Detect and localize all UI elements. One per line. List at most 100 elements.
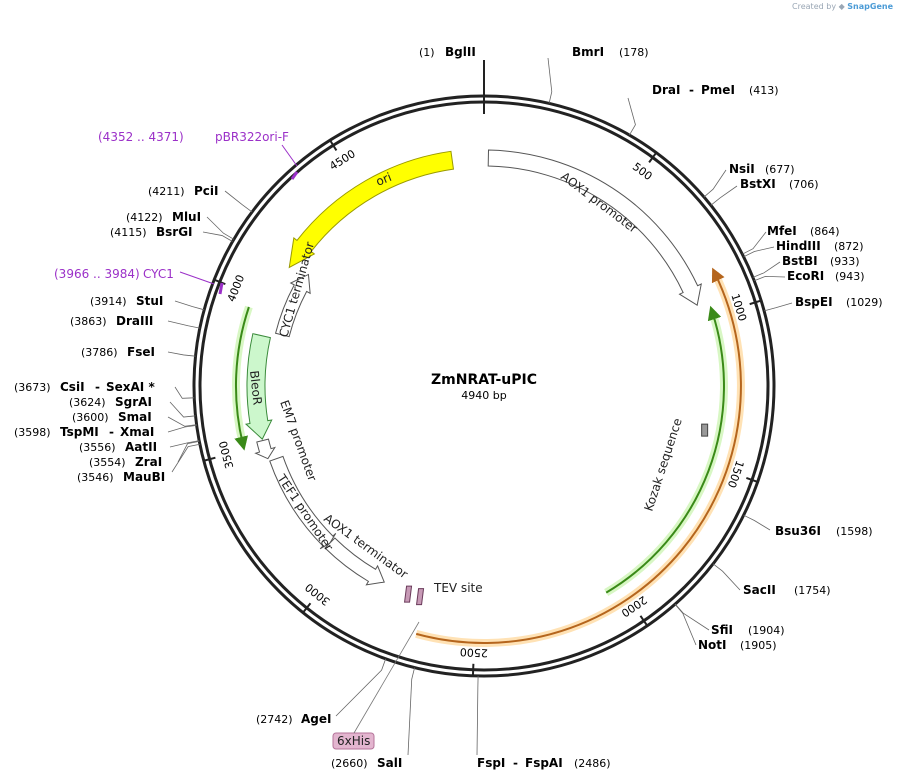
site-pos-fsei: (3786)	[81, 346, 118, 359]
site-pos-bspei: (1029)	[846, 296, 883, 309]
site-pos-bglii: (1)	[419, 46, 435, 59]
site-pos-sgrai: (3624)	[69, 396, 106, 409]
tev-site-feature-2[interactable]	[415, 588, 425, 606]
plasmid-center-label: ZmNRAT-uPIC 4940 bp	[431, 372, 537, 402]
ori-feature[interactable]	[288, 150, 455, 269]
site-pos-stui: (3914)	[90, 295, 127, 308]
site-tspmi[interactable]: TspMI	[60, 425, 99, 439]
site-pos-hindiii: (872)	[834, 240, 864, 253]
site-fspai[interactable]: FspAI	[525, 756, 563, 770]
site-nsii[interactable]: NsiI	[729, 162, 755, 176]
tev-site-feature[interactable]	[403, 585, 413, 603]
site-connector	[174, 386, 195, 399]
site-pos-sacii: (1754)	[794, 584, 831, 597]
site-drai[interactable]: DraI	[652, 83, 680, 97]
site-pos-bsu36i: (1598)	[836, 525, 873, 538]
aox1-promoter-feature[interactable]	[487, 149, 702, 306]
site-pos-agei: (2742)	[256, 713, 293, 726]
site-aatii[interactable]: AatII	[125, 440, 157, 454]
site-zrai[interactable]: ZraI	[135, 455, 162, 469]
em7-promoter-feature[interactable]	[254, 438, 276, 460]
site-sacii[interactable]: SacII	[743, 583, 776, 597]
site-sgrai[interactable]: SgrAI	[115, 395, 152, 409]
site-connector	[167, 424, 197, 433]
cyc1-terminator-feature[interactable]	[274, 273, 311, 338]
site-stui[interactable]: StuI	[136, 294, 163, 308]
pbr322ori-f-leader	[281, 144, 298, 167]
site-mlui[interactable]: MluI	[172, 210, 201, 224]
orf-tracks	[232, 267, 745, 647]
cyc1-primer-arrow[interactable]	[218, 282, 224, 295]
orf-green-line	[605, 305, 725, 594]
snapgene-credit: Created by ◆ SnapGene	[792, 2, 893, 11]
site-bsu36i[interactable]: Bsu36I	[775, 524, 821, 538]
site-connector	[169, 440, 200, 448]
site-fspi[interactable]: FspI	[477, 756, 505, 770]
site-pmei[interactable]: PmeI	[701, 83, 735, 97]
aox1-terminator-feature[interactable]	[324, 537, 385, 586]
site-xmai[interactable]: XmaI	[120, 425, 154, 439]
site-mfei[interactable]: MfeI	[767, 224, 797, 238]
site-noti[interactable]: NotI	[698, 638, 727, 652]
feature-arrows	[244, 149, 709, 606]
site-connector	[710, 185, 738, 206]
primer-labels: (4352 .. 4371) pBR322ori-F (3966 .. 3984…	[54, 130, 289, 281]
tef1-promoter-feature[interactable]	[269, 455, 337, 550]
credit-prefix: Created by	[792, 2, 837, 11]
site-csii[interactable]: CsiI	[60, 380, 85, 394]
credit-brand: SnapGene	[847, 2, 893, 11]
site-pos-pcii: (4211)	[148, 185, 185, 198]
site-connector	[703, 169, 727, 198]
cyc1-primer-name: CYC1	[143, 267, 174, 281]
site-smai[interactable]: SmaI	[118, 410, 152, 424]
site-sfii[interactable]: SfiI	[711, 623, 733, 637]
site-bglii[interactable]: BglII	[445, 45, 476, 59]
kozak-sequence-feature[interactable]	[701, 423, 709, 437]
site-hindiii[interactable]: HindIII	[776, 239, 821, 253]
site-bmri[interactable]: BmrI	[572, 45, 604, 59]
site-connector	[167, 351, 196, 357]
site-ecori[interactable]: EcoRI	[787, 269, 824, 283]
site-connector	[177, 440, 200, 463]
site-pos-ecori: (943)	[835, 270, 865, 283]
tick-mark	[203, 456, 216, 462]
cyc1-primer-range: (3966 .. 3984)	[54, 267, 140, 281]
site-connector	[174, 300, 205, 311]
site-pos-drai-pmei: (413)	[749, 84, 779, 97]
tev-site-label: TEV site	[433, 581, 483, 595]
site-pos-bsrgi: (4115)	[110, 226, 147, 239]
site-connector	[202, 231, 233, 242]
restriction-site-labels: (1) BglII BmrI (178) DraI - PmeI (413) N…	[14, 45, 883, 770]
site-pos-draiii: (3863)	[70, 315, 107, 328]
site-bstxi[interactable]: BstXI	[740, 177, 776, 191]
site-maubi[interactable]: MauBI	[123, 470, 165, 484]
site-connector	[754, 275, 786, 282]
site-sali[interactable]: SalI	[377, 756, 402, 770]
site-pos-maubi: (3546)	[77, 471, 114, 484]
site-sexai[interactable]: SexAI *	[106, 380, 155, 394]
site-bstbi[interactable]: BstBI	[782, 254, 818, 268]
his-tag-badge[interactable]: 6xHis	[332, 621, 420, 750]
site-connector	[224, 190, 253, 213]
site-pos-sfii: (1904)	[748, 624, 785, 637]
site-bspei[interactable]: BspEI	[795, 295, 833, 309]
site-pos-fspi: (2486)	[574, 757, 611, 770]
pbr322ori-f-primer-arrow[interactable]	[290, 171, 299, 180]
site-connector	[407, 667, 415, 756]
kozak-sequence-label: Kozak sequence	[642, 416, 685, 512]
site-draiii[interactable]: DraIII	[116, 314, 153, 328]
tef1-promoter-label: TEF1 promoter	[274, 471, 336, 553]
bleor-feature[interactable]	[244, 333, 273, 440]
site-pos-bstbi: (933)	[830, 255, 860, 268]
site-pcii[interactable]: PciI	[194, 184, 219, 198]
site-fsei[interactable]: FseI	[127, 345, 155, 359]
site-agei[interactable]: AgeI	[301, 712, 331, 726]
site-bsrgi[interactable]: BsrGI	[156, 225, 193, 239]
site-connector	[674, 604, 697, 646]
tick-mark	[639, 615, 649, 627]
site-pos-sali: (2660)	[331, 757, 368, 770]
tick-label: 4500	[327, 147, 358, 173]
his-tag-label: 6xHis	[337, 734, 370, 748]
site-connector	[167, 416, 197, 427]
